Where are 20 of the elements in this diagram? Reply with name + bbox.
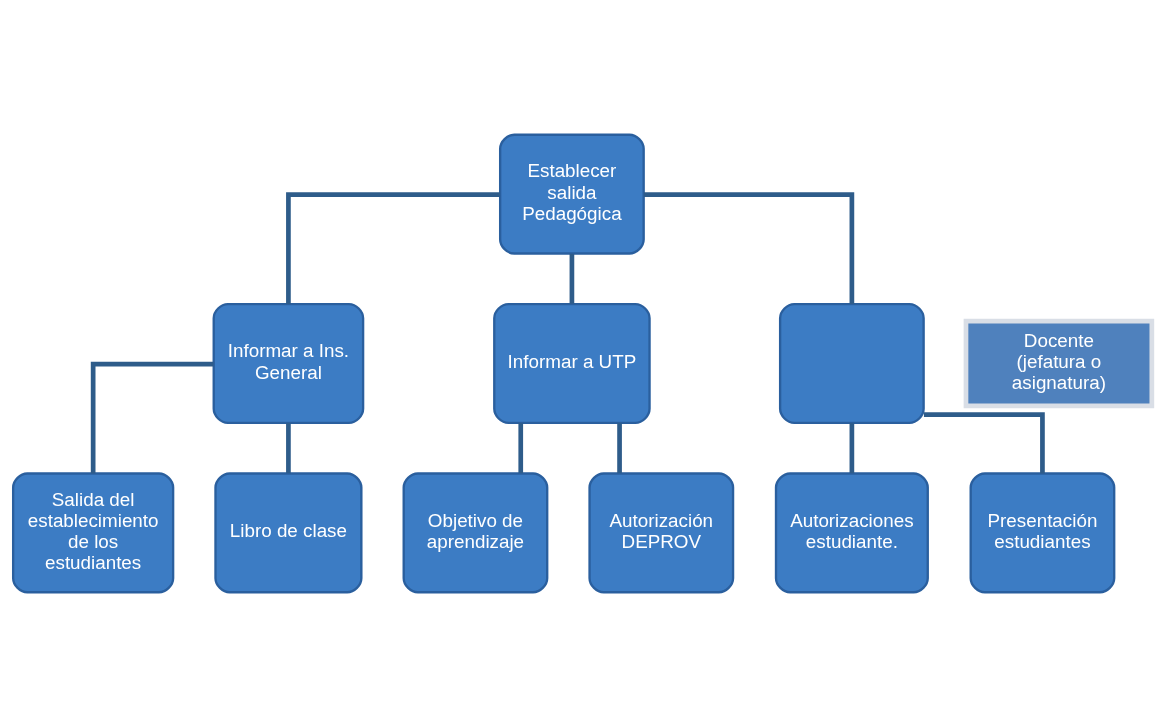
node-box: Informar a UTP [493, 302, 651, 424]
node-box: Autorización DEPROV [588, 471, 735, 593]
node-box: Autorizaciones estudiante. [774, 471, 929, 593]
node-box [778, 302, 925, 424]
node-box: Libro de clase [214, 471, 363, 593]
connector [569, 253, 575, 304]
connector [617, 422, 622, 473]
connector [286, 191, 500, 304]
connector [849, 422, 855, 473]
node-box: Objetivo de aprendizaje [402, 471, 549, 593]
connector [644, 191, 855, 304]
connector [923, 411, 1045, 473]
node-box: Salida del establecimiento de los estudiantes [12, 471, 175, 593]
connector [90, 361, 214, 473]
node-box: Informar a Ins. General [212, 302, 365, 424]
connector [518, 422, 524, 473]
node-box: Establecer salida Pedagógica [499, 133, 645, 255]
connector [286, 422, 291, 473]
node-box: Docente (jefatura o asignatura) [963, 318, 1155, 408]
node-box: Presentación estudiantes [969, 471, 1116, 593]
